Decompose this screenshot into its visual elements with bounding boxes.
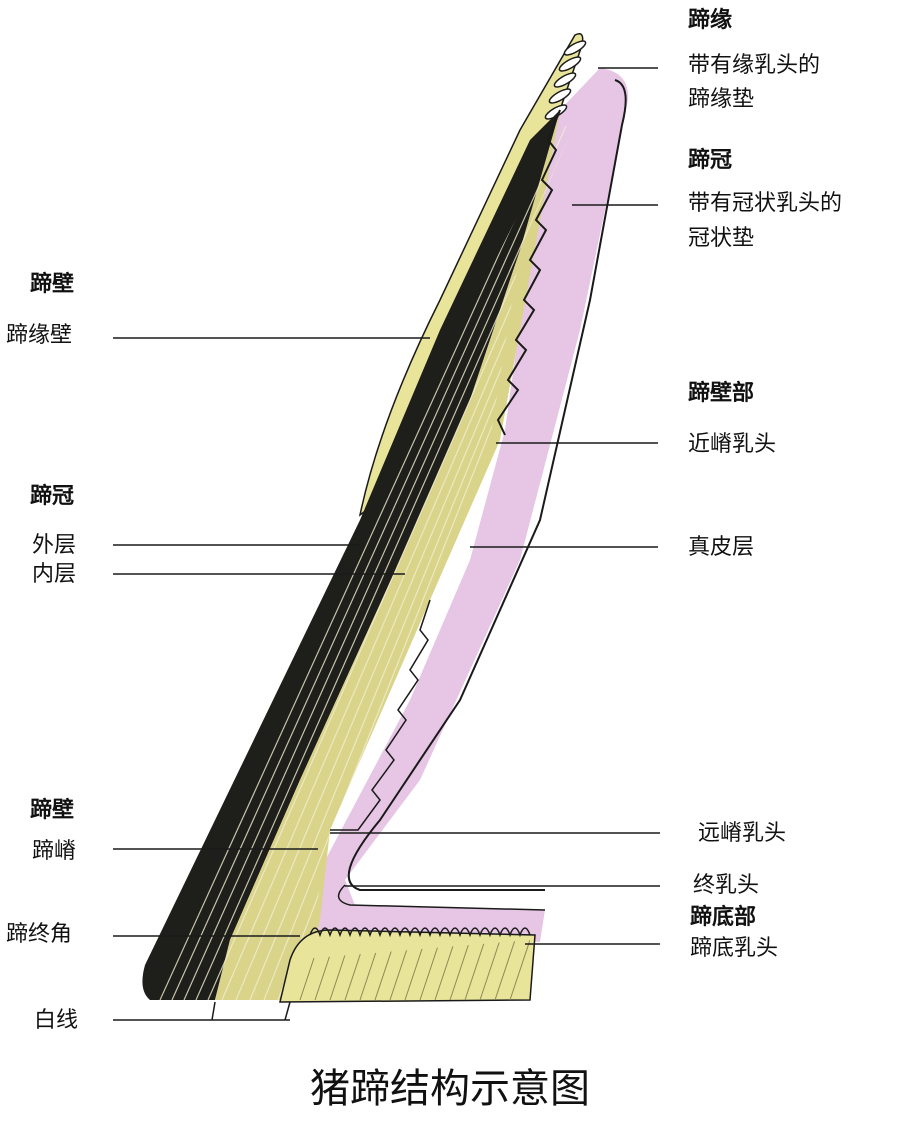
laminae-edge [496,109,561,436]
dermis-inner-outline [337,884,546,911]
label-coronary-papillae: 带有冠状乳头的 [688,191,843,216]
label-periople-wall: 蹄缘壁 [6,323,73,348]
label-laminae: 蹄嵴 [32,839,77,864]
dermis-layer [310,68,629,942]
leader-lines [113,67,660,1021]
leader-white-line-left [211,1001,216,1021]
label-terminal-papillae: 终乳头 [693,873,760,898]
diagram-caption: 猪蹄结构示意图 [310,1066,590,1112]
label-sole-part-head: 蹄底部 [690,905,757,930]
label-wall-head-bottom: 蹄壁 [30,798,75,823]
distal-laminae-edge [330,599,431,831]
label-periople-cushion: 蹄缘垫 [688,87,755,112]
label-wall-part-head: 蹄壁部 [688,381,755,406]
label-terminal-horn: 蹄终角 [6,922,73,947]
dermis-outline [347,79,627,891]
label-distal-lamina-papillae: 远嵴乳头 [698,821,787,846]
label-coronet-head-left: 蹄冠 [30,484,75,509]
label-periople-papillae: 带有缘乳头的 [688,53,821,78]
label-dermis: 真皮层 [688,535,755,560]
leader-white-line-right [284,1001,291,1021]
label-white-line: 白线 [34,1008,79,1033]
outer-layer [142,110,560,1000]
sole-horn [279,929,536,1003]
label-outer-layer: 外层 [32,533,77,558]
label-proximal-lamina-papillae: 近嵴乳头 [688,432,777,457]
label-sole-papillae: 蹄底乳头 [690,936,779,961]
label-coronary-border-head: 蹄缘 [688,8,733,33]
sole-papillae-edge [309,927,531,938]
label-coronary-cushion: 冠状垫 [688,226,755,251]
label-inner-layer: 内层 [32,562,77,587]
inner-layer [215,110,560,1000]
periople-scallops [544,40,587,120]
label-coronet-head-right: 蹄冠 [688,148,733,173]
label-wall-head-top: 蹄壁 [30,272,75,297]
